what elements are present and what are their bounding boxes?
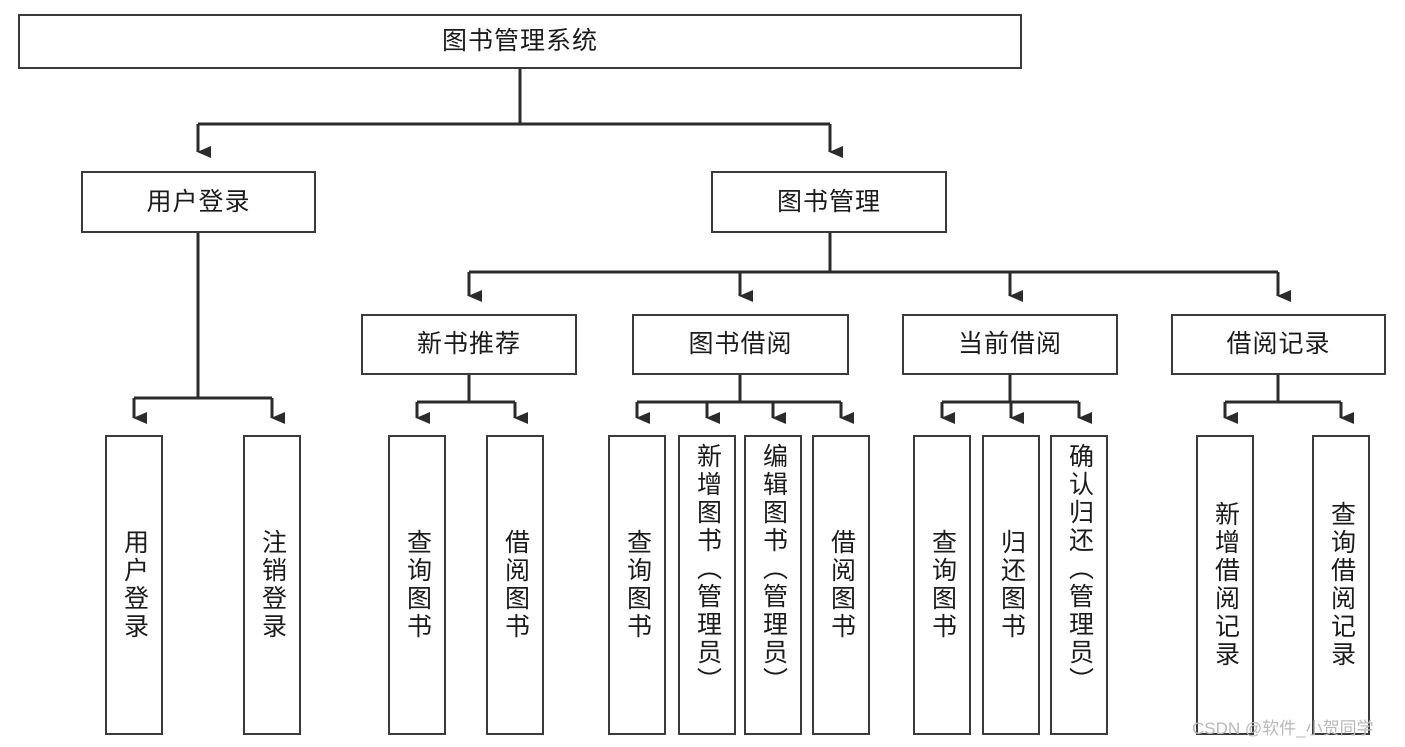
node-label: 注销登录 xyxy=(258,529,287,641)
watermark-text: CSDN @软件_小贺同学 xyxy=(1192,719,1374,738)
leaf-user-login-login[interactable]: 用户登录 xyxy=(105,435,163,735)
leaf-book-borrow-edit-book[interactable]: 编辑图书（管理员） xyxy=(744,435,802,735)
node-label: 用户登录 xyxy=(146,187,251,216)
node-label: 查询图书 xyxy=(623,529,652,641)
node-label: 查询图书 xyxy=(928,529,957,641)
node-label: 归还图书 xyxy=(997,529,1026,641)
leaf-new-book-query-book[interactable]: 查询图书 xyxy=(388,435,446,735)
node-label: 查询借阅记录 xyxy=(1327,501,1356,669)
node-label: 图书借阅 xyxy=(688,330,793,359)
node-new-book-recommend[interactable]: 新书推荐 xyxy=(361,314,577,375)
node-label: 借阅图书 xyxy=(501,529,530,641)
node-book-borrow[interactable]: 图书借阅 xyxy=(632,314,849,375)
leaf-book-borrow-add-book[interactable]: 新增图书（管理员） xyxy=(678,435,736,735)
leaf-new-book-borrow-book[interactable]: 借阅图书 xyxy=(486,435,544,735)
node-label: 借阅图书 xyxy=(827,529,856,641)
node-label: 编辑图书（管理员） xyxy=(759,443,788,695)
node-label: 新增图书（管理员） xyxy=(693,443,722,695)
node-label: 新增借阅记录 xyxy=(1211,501,1240,669)
node-label: 图书管理系统 xyxy=(441,27,598,56)
leaf-current-borrow-confirm-return[interactable]: 确认归还（管理员） xyxy=(1050,435,1108,735)
leaf-current-borrow-return-book[interactable]: 归还图书 xyxy=(982,435,1040,735)
node-current-borrow[interactable]: 当前借阅 xyxy=(902,314,1118,375)
leaf-book-borrow-borrow-book[interactable]: 借阅图书 xyxy=(812,435,870,735)
node-label: 用户登录 xyxy=(120,529,149,641)
node-label: 确认归还（管理员） xyxy=(1065,443,1094,695)
node-label: 查询图书 xyxy=(403,529,432,641)
node-label: 图书管理 xyxy=(776,187,881,216)
node-user-login[interactable]: 用户登录 xyxy=(81,171,316,233)
leaf-borrow-record-add-record[interactable]: 新增借阅记录 xyxy=(1196,435,1254,735)
leaf-user-login-logout[interactable]: 注销登录 xyxy=(243,435,301,735)
node-label: 新书推荐 xyxy=(416,330,521,359)
node-label: 当前借阅 xyxy=(957,330,1062,359)
node-borrow-record[interactable]: 借阅记录 xyxy=(1171,314,1386,375)
node-book-management[interactable]: 图书管理 xyxy=(711,171,947,233)
leaf-borrow-record-query-record[interactable]: 查询借阅记录 xyxy=(1312,435,1370,735)
node-root-system[interactable]: 图书管理系统 xyxy=(18,14,1022,69)
leaf-book-borrow-query-book[interactable]: 查询图书 xyxy=(608,435,666,735)
node-label: 借阅记录 xyxy=(1226,330,1331,359)
leaf-current-borrow-query-book[interactable]: 查询图书 xyxy=(913,435,971,735)
